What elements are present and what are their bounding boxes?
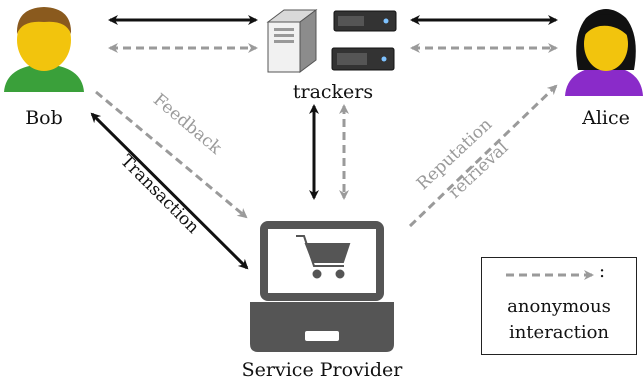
legend-colon: : — [599, 261, 606, 282]
alice-avatar-icon — [565, 9, 643, 96]
service-provider-laptop-icon — [250, 221, 394, 352]
reputation-retrieval-dashed-arrow — [408, 84, 558, 228]
shopping-cart-icon — [296, 235, 351, 279]
alice-label: Alice — [581, 107, 630, 129]
feedback-label: Feedback — [149, 90, 226, 159]
legend-line-anonymous: anonymous — [507, 296, 611, 317]
trackers-label: trackers — [293, 81, 373, 103]
legend-line-interaction: interaction — [508, 322, 610, 343]
tracker-rack-server-icon — [331, 10, 397, 71]
service-provider-label: Service Provider — [242, 359, 404, 381]
legend-box: : anonymous interaction — [481, 257, 637, 355]
bob-avatar-icon — [4, 7, 84, 92]
legend-dashed-arrow-icon — [506, 270, 594, 280]
transaction-solid-arrow — [90, 112, 249, 270]
tracker-tower-server-icon — [266, 9, 318, 73]
bob-label: Bob — [25, 107, 63, 129]
transaction-label: Transaction — [116, 151, 203, 238]
